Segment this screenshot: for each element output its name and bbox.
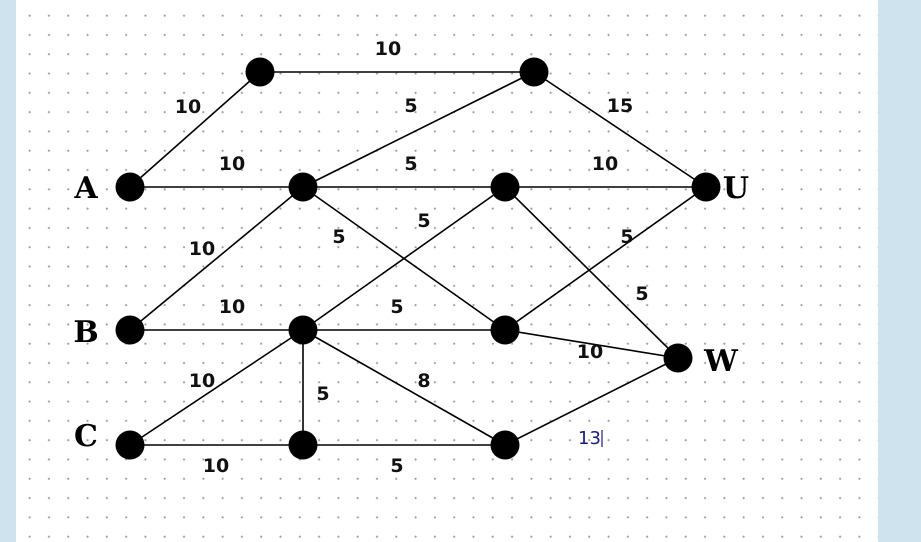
edge-weight-label: 10 [219,296,245,318]
graph-node[interactable] [691,172,721,202]
graph-node[interactable] [115,430,145,460]
edge-n9-n10 [504,329,679,359]
edge-weight-label: 5 [316,383,329,405]
labels-layer: 10 10 5 15 10 5 10 10 5 5 5 5 10 5 10 10 5 8 10 5 13 A U B W C [73,38,749,477]
graph-node[interactable] [288,315,318,345]
edge-weight-label: 10 [577,341,603,363]
edge-n3-n1 [129,71,261,188]
edge-weight-label: 5 [620,226,633,248]
edge-weight-label: 10 [203,455,229,477]
node-label-u: U [723,171,749,206]
graph-node[interactable] [519,57,549,87]
graph-node[interactable] [490,315,520,345]
edge-weight-label-editing[interactable]: 13 [578,428,601,449]
edge-n2-n6 [533,71,707,188]
edge-weight-label: 15 [607,95,633,117]
edges-layer [129,71,707,446]
edge-weight-label: 10 [375,38,401,60]
edge-weight-label: 8 [417,370,430,392]
edge-weight-label: 10 [189,370,215,392]
edge-weight-label: 5 [390,455,403,477]
graph-node[interactable] [663,343,693,373]
edge-weight-label: 5 [417,210,430,232]
edge-n8-n13 [302,329,506,446]
edge-n13-n10 [504,357,679,446]
graph-node[interactable] [490,430,520,460]
edge-weight-label: 5 [332,226,345,248]
graph-node[interactable] [288,430,318,460]
edge-weight-label: 10 [219,153,245,175]
drawing-canvas[interactable]: 10 10 5 15 10 5 10 10 5 5 5 5 10 5 10 10 5 8 10 5 13 A U B W C [16,0,878,542]
graph-diagram: 10 10 5 15 10 5 10 10 5 5 5 5 10 5 10 10 5 8 10 5 13 A U B W C [73,38,749,477]
edge-weight-label: 10 [189,238,215,260]
edge-weight-label: 10 [592,153,618,175]
graph-node[interactable] [490,172,520,202]
edge-weight-label: 5 [404,153,417,175]
edge-n8-n5 [302,186,506,331]
edge-n5-n10 [504,186,679,359]
node-label-w: W [703,344,739,379]
edge-weight-label: 5 [390,296,403,318]
edge-n4-n2 [302,71,535,188]
graph-node[interactable] [115,315,145,345]
node-label-b: B [73,315,98,350]
node-label-a: A [73,171,98,206]
edge-weight-label: 10 [175,96,201,118]
nodes-layer [115,57,721,460]
edge-weight-label: 5 [404,95,417,117]
edge-weight-label: 5 [635,283,648,305]
node-label-c: C [74,419,98,454]
graph-node[interactable] [288,172,318,202]
edge-n11-n8 [129,329,304,446]
graph-node[interactable] [245,57,275,87]
edge-n7-n4 [129,186,304,331]
edge-n9-n6 [504,186,707,331]
graph-node[interactable] [115,172,145,202]
